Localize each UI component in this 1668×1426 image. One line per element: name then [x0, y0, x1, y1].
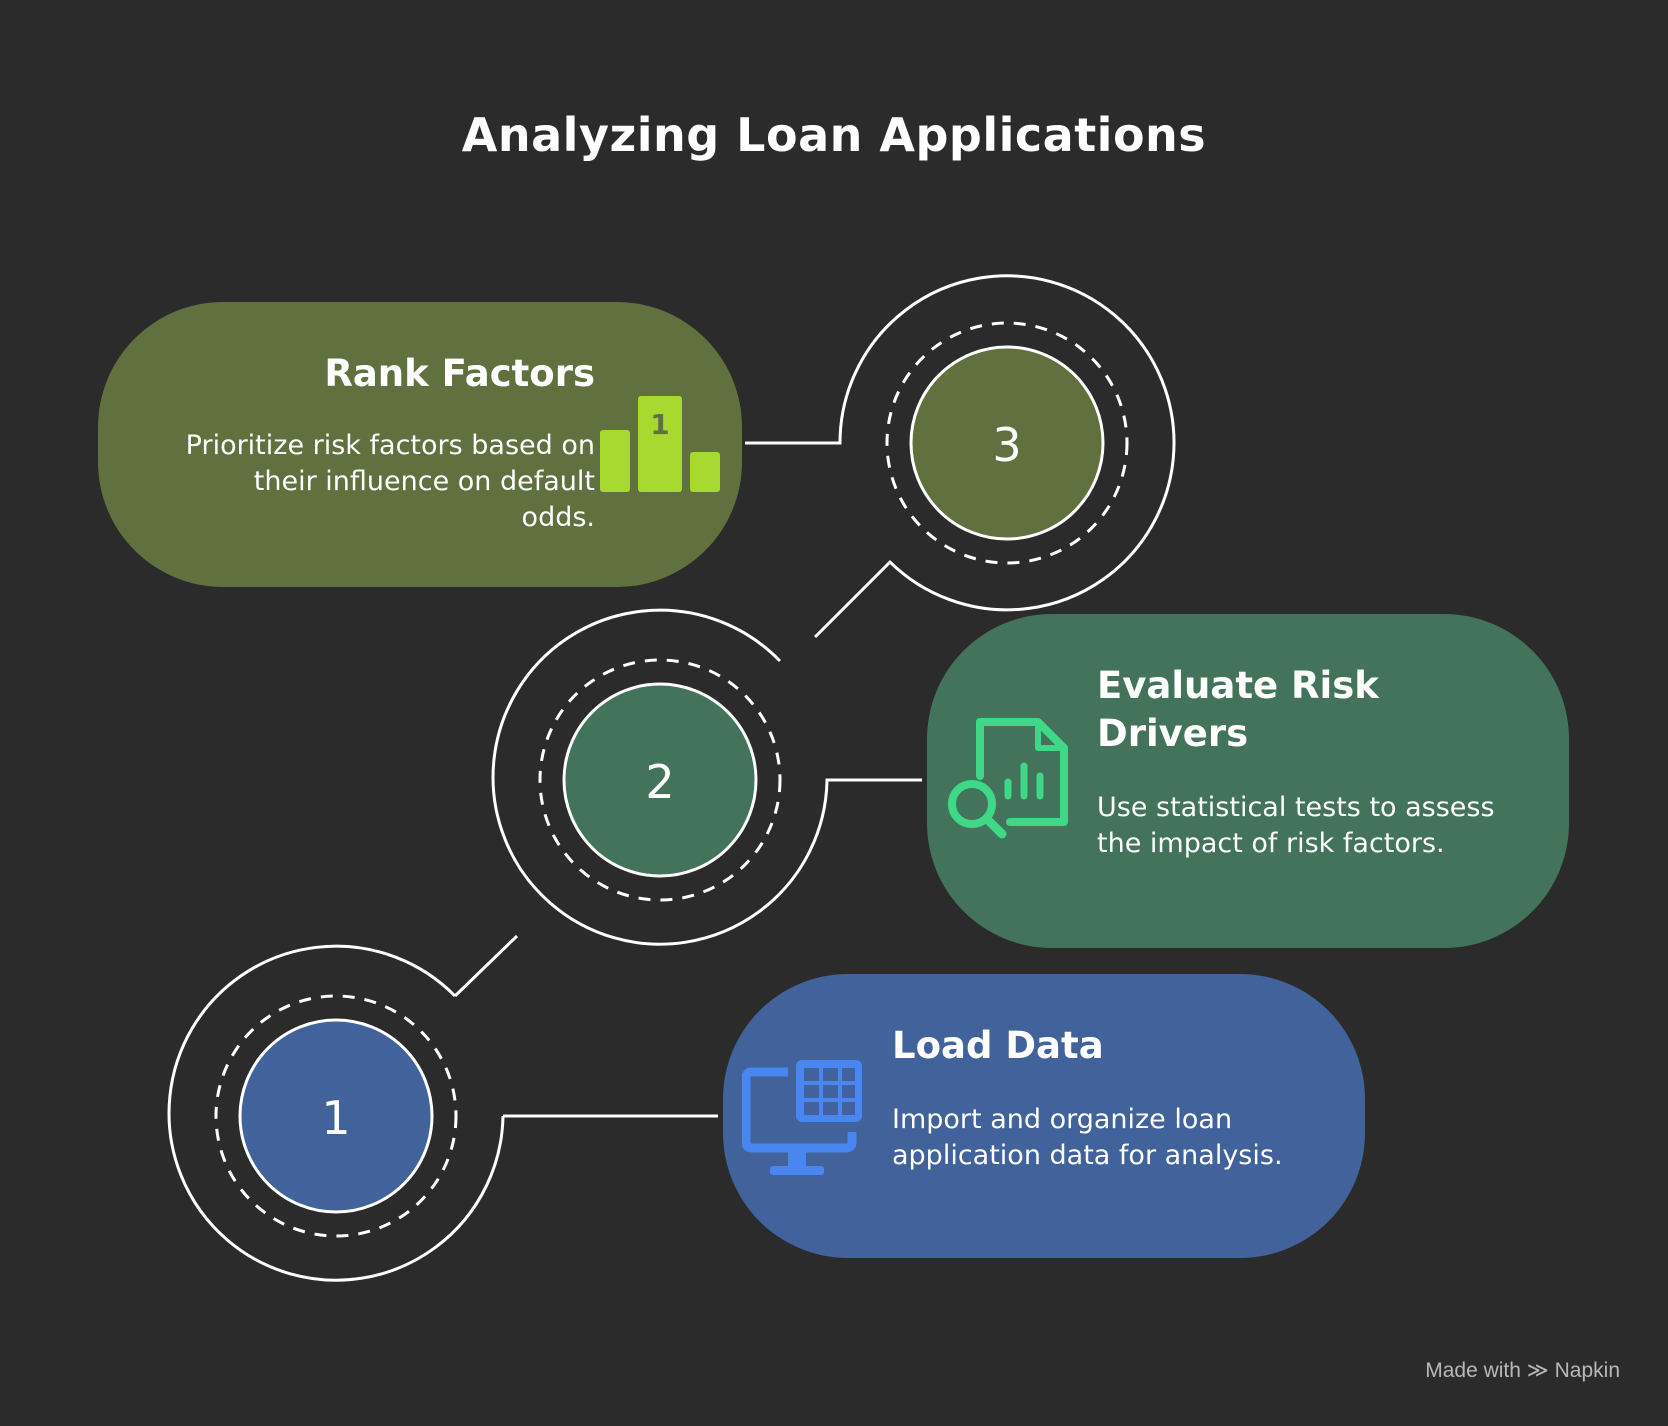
step-3-description: Prioritize risk factors based on their i… [185, 430, 595, 533]
connector-1-to-2 [453, 934, 519, 998]
podium-ranking-icon: 1 [600, 396, 720, 492]
step-1-ring: 1 [167, 944, 505, 1282]
step-3-card [98, 302, 742, 587]
step-2-description: Use statistical tests to assess the impa… [1097, 792, 1495, 859]
step-3-connector [745, 441, 842, 445]
step-2-connector [825, 778, 922, 782]
diagram-title: Analyzing Loan Applications [461, 108, 1207, 162]
step-3-number: 3 [992, 418, 1021, 472]
step-3-title: Rank Factors [324, 352, 595, 395]
step-1-description: Import and organize loan application dat… [892, 1104, 1283, 1171]
step-2-number: 2 [645, 755, 674, 809]
step-1-title: Load Data [892, 1024, 1104, 1067]
step-2-ring: 2 [491, 608, 829, 946]
svg-text:1: 1 [650, 408, 669, 441]
document-chart-search-icon [948, 718, 1068, 839]
step-2-title: Evaluate Risk Drivers [1097, 664, 1379, 755]
step-3-ring: 3 [838, 274, 1176, 612]
footer-credit[interactable]: Made with ≫ Napkin [1400, 1358, 1620, 1383]
step-1-number: 1 [321, 1091, 350, 1145]
napkin-logo-icon: ≫ [1526, 1359, 1549, 1382]
step-2-card [927, 614, 1569, 948]
footer-prefix: Made with [1425, 1359, 1521, 1382]
connector-2-to-3 [813, 561, 891, 639]
monitor-table-icon [742, 1060, 862, 1175]
footer-brand: Napkin [1554, 1359, 1620, 1382]
